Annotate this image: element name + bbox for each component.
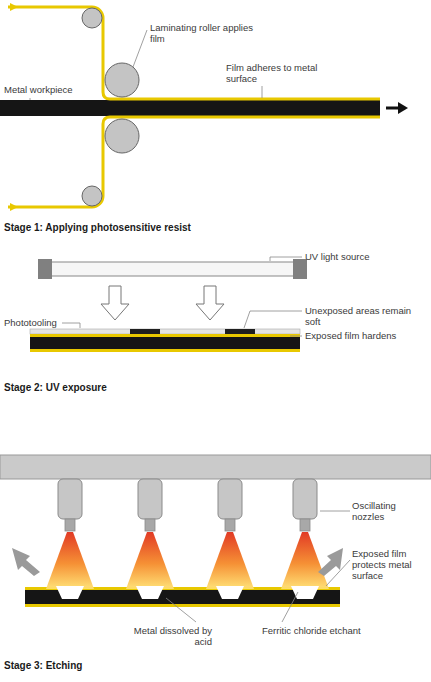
illustration-part	[62, 323, 80, 328]
callout-label: Phototooling	[4, 317, 64, 328]
etchant-spray	[281, 532, 329, 589]
illustration-part	[386, 107, 400, 110]
illustration-part	[0, 455, 431, 479]
stage-1-lamination	[0, 3, 408, 211]
illustration-part	[50, 262, 295, 276]
illustration-part	[320, 511, 350, 512]
spray-nozzles	[25, 479, 340, 607]
callout-label: Ferritic chloride etchant	[262, 625, 362, 636]
illustration-part	[244, 311, 302, 328]
illustration-part	[196, 286, 224, 320]
illustration-part	[30, 349, 300, 352]
nozzle-body	[293, 479, 317, 519]
nozzle-body	[138, 479, 162, 519]
illustration-part	[10, 3, 18, 11]
stage-caption: Stage 3: Etching	[4, 660, 82, 672]
illustration-part	[38, 259, 52, 279]
callout-label: UV light source	[305, 251, 415, 262]
stage-3-etching	[0, 455, 431, 622]
etched-cavity	[216, 586, 244, 599]
resist-film	[25, 604, 340, 607]
etched-cavity	[136, 586, 164, 599]
illustration-part	[101, 286, 129, 320]
callout-label: Metal workpiece	[4, 84, 104, 95]
callout-label: Laminating roller applies film	[150, 22, 262, 44]
illustration-part	[398, 102, 408, 114]
illustration-part	[30, 98, 31, 100]
etched-cavity	[56, 586, 84, 599]
etchant-spray	[46, 532, 94, 589]
illustration-part	[133, 30, 147, 67]
callout-label: Metal dissolved by acid	[120, 625, 212, 647]
illustration-part	[290, 336, 302, 337]
nozzle-tip	[225, 519, 235, 531]
illustration-part	[105, 63, 139, 97]
nozzle-tip	[65, 519, 75, 531]
illustration-part	[30, 334, 300, 337]
stage-caption: Stage 2: UV exposure	[4, 382, 107, 394]
illustration-part	[82, 186, 102, 206]
illustration-part	[30, 329, 300, 334]
illustration-part	[8, 117, 380, 207]
illustration-part	[130, 329, 160, 334]
nozzle-tip	[300, 519, 310, 531]
callout-label: Oscillating nozzles	[352, 500, 428, 522]
illustration-part	[262, 86, 263, 98]
callout-label: Exposed film protects metal surface	[352, 548, 428, 581]
illustration-part	[30, 337, 300, 349]
nozzle-body	[58, 479, 82, 519]
nozzle-tip	[145, 519, 155, 531]
illustration-part	[293, 259, 307, 279]
illustration-part	[326, 560, 350, 586]
callout-label: Unexposed areas remain soft	[305, 305, 421, 327]
illustration-part	[82, 8, 102, 28]
illustration-part	[270, 257, 302, 261]
illustration-part	[105, 119, 139, 153]
stage-2-exposure	[30, 257, 307, 352]
callout-label: Exposed film hardens	[305, 330, 421, 341]
illustration-part	[166, 598, 196, 622]
illustration-part	[0, 100, 380, 116]
illustration-part	[225, 329, 255, 334]
illustration-part	[10, 203, 18, 211]
nozzle-body	[218, 479, 242, 519]
etchant-spray	[206, 532, 254, 589]
stage-caption: Stage 1: Applying photosensitive resist	[4, 222, 191, 234]
illustration-part	[282, 592, 298, 622]
etchant-spray	[126, 532, 174, 589]
callout-label: Film adheres to metal surface	[226, 62, 336, 84]
illustration-part	[12, 548, 40, 576]
